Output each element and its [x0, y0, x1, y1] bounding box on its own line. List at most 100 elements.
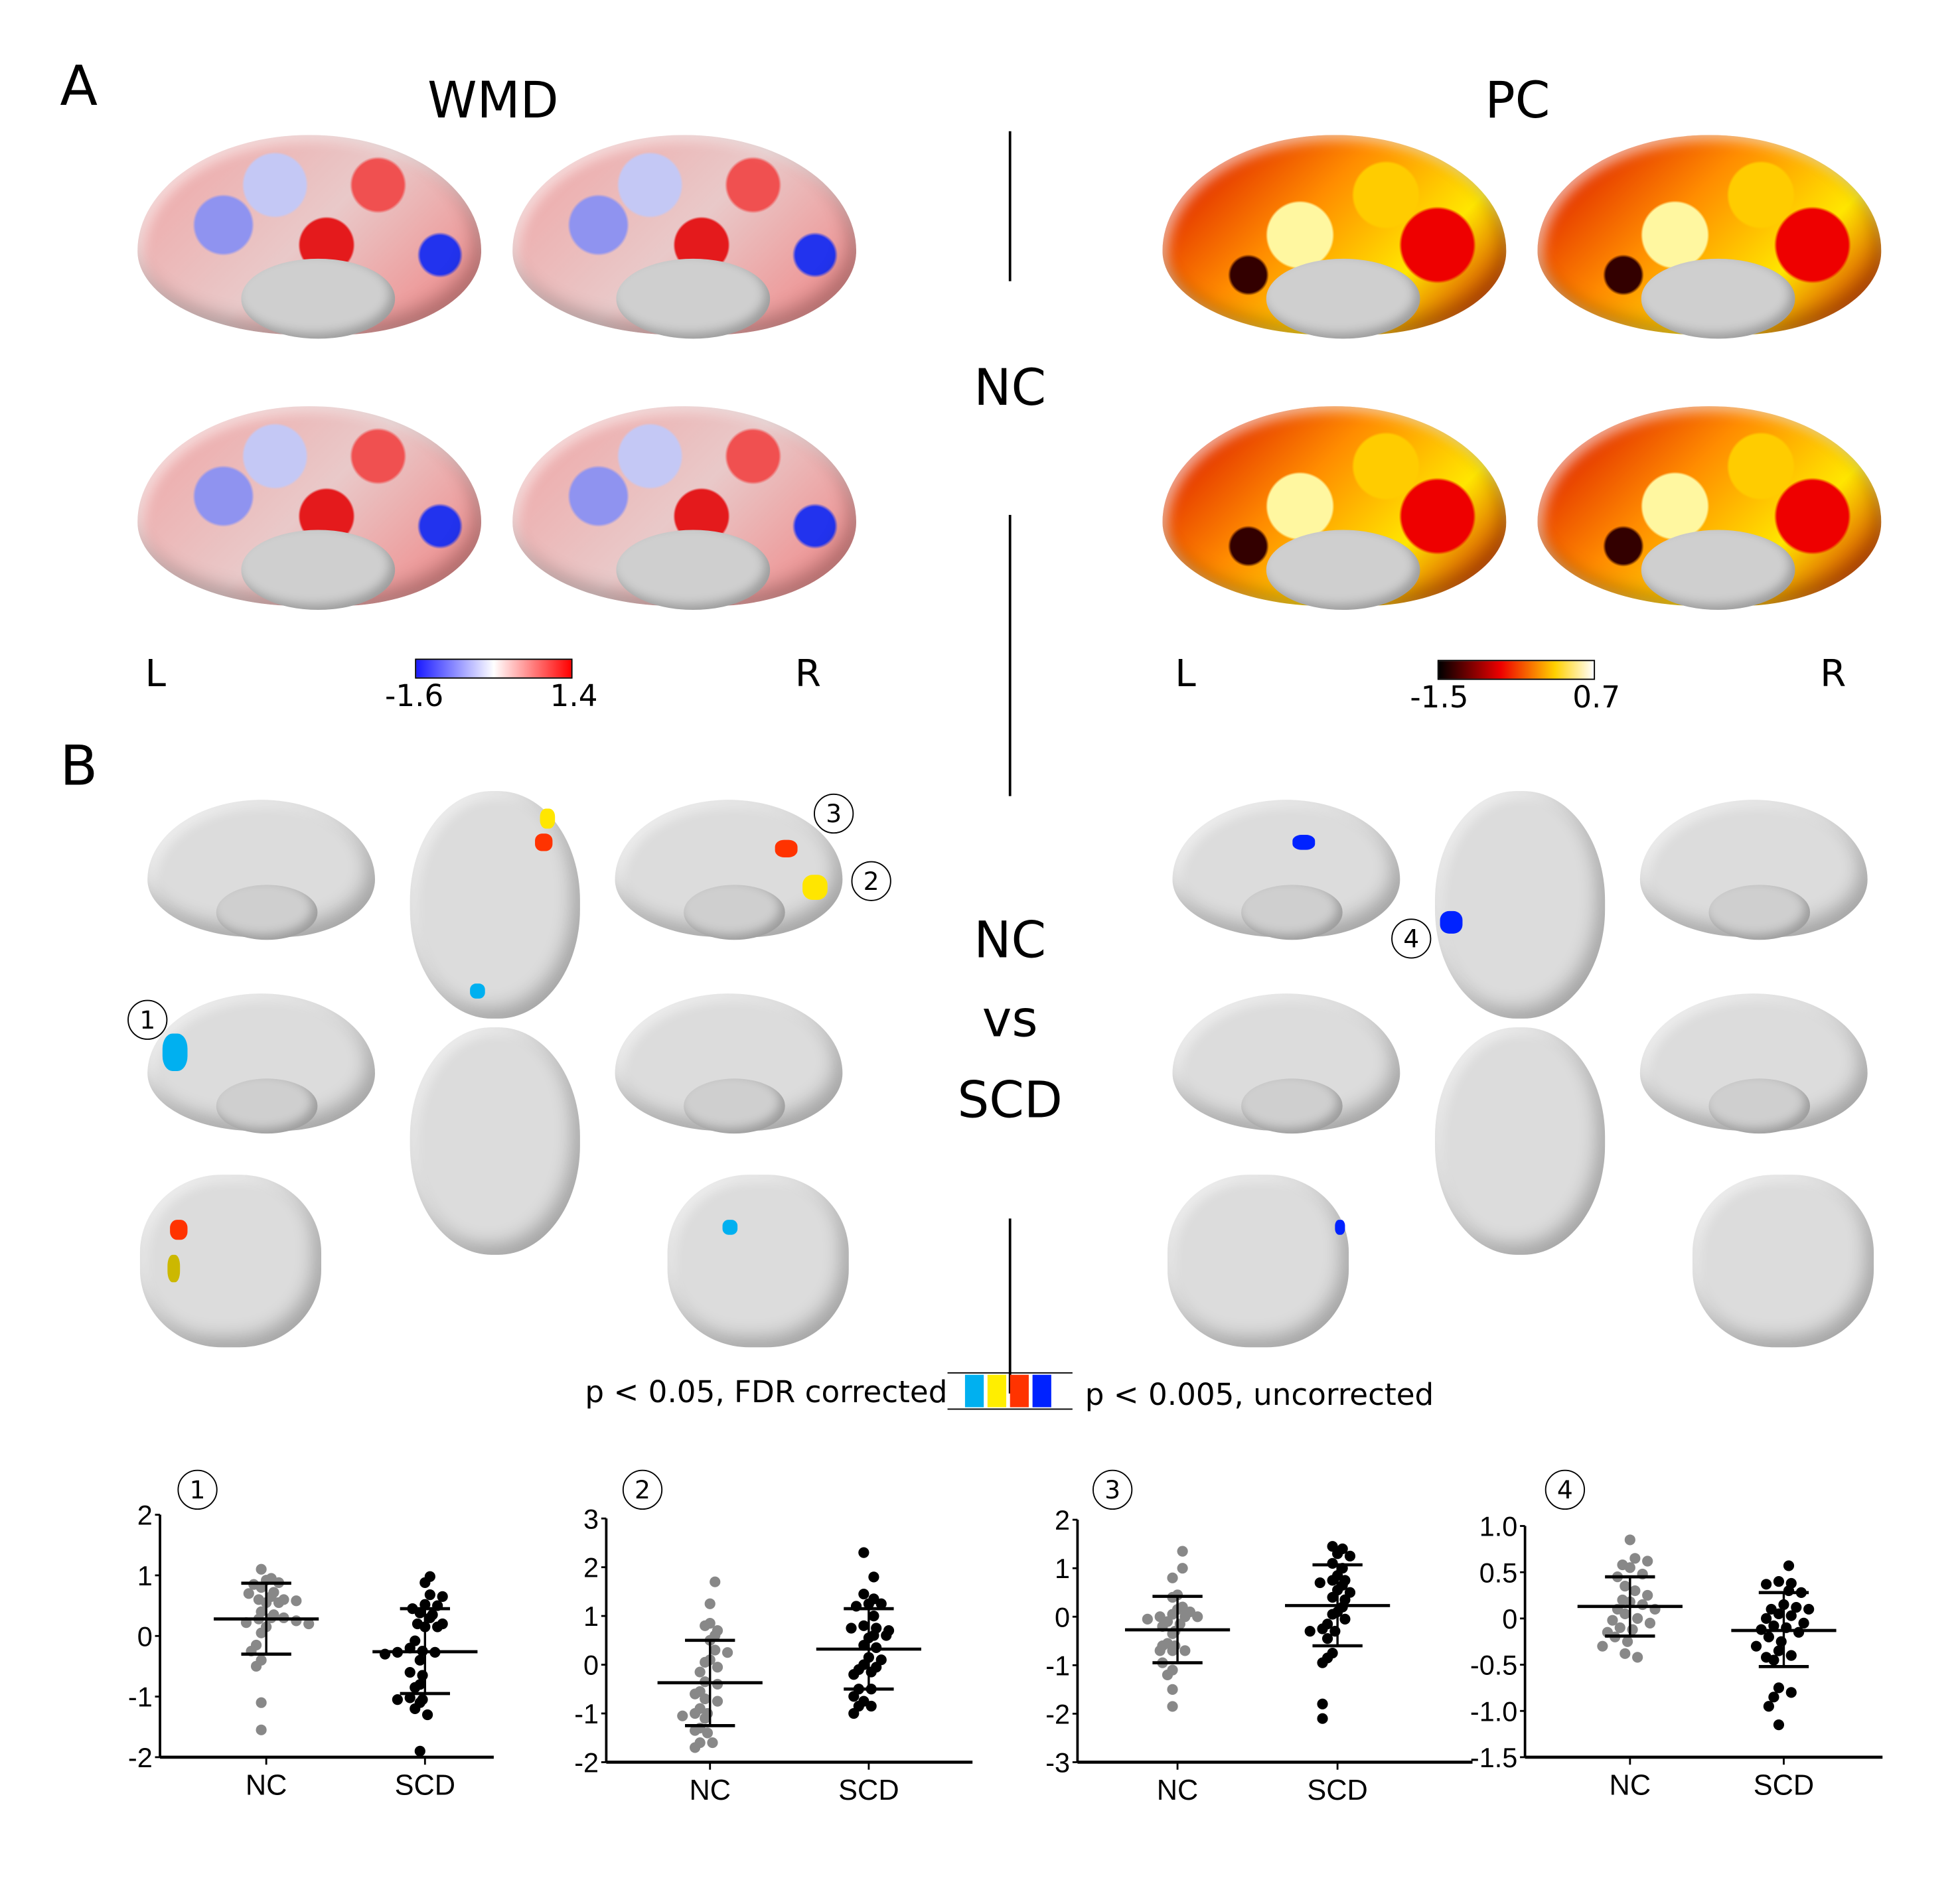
- group-label-nc: NC: [974, 360, 1047, 418]
- y-tick-label: 1: [137, 1560, 153, 1591]
- data-point: [392, 1694, 403, 1705]
- data-point: [432, 1621, 443, 1632]
- data-point: [256, 1563, 267, 1575]
- data-point: [1750, 1640, 1762, 1652]
- data-point: [694, 1666, 706, 1678]
- y-tick-label: -2: [1045, 1698, 1070, 1729]
- pc-brain-top: [1435, 791, 1606, 1019]
- data-point: [1314, 1577, 1325, 1589]
- wmd-brain-lateral-left: [147, 800, 375, 940]
- data-point: [410, 1682, 421, 1693]
- pc-brain-right-medial: [1537, 406, 1882, 611]
- data-point: [1597, 1640, 1608, 1652]
- data-point: [1304, 1626, 1316, 1637]
- data-point: [1327, 1575, 1338, 1586]
- data-point: [1332, 1548, 1343, 1559]
- y-tick-label: 0: [1502, 1603, 1517, 1634]
- pc-colorbar-max: 0.7: [1572, 680, 1621, 715]
- data-point: [1644, 1617, 1656, 1629]
- data-point: [1629, 1553, 1641, 1564]
- data-point: [866, 1666, 877, 1678]
- divider: [1008, 514, 1011, 796]
- wmd-colorbar: [415, 658, 573, 679]
- data-point: [1321, 1633, 1333, 1644]
- data-point: [704, 1598, 716, 1609]
- y-tick-label: 2: [1055, 1504, 1070, 1536]
- y-tick-label: 1.0: [1479, 1511, 1518, 1542]
- data-point: [1142, 1613, 1153, 1625]
- data-point: [1785, 1610, 1797, 1621]
- data-point: [858, 1588, 869, 1600]
- data-point: [1793, 1627, 1805, 1638]
- data-point: [710, 1576, 721, 1587]
- data-point: [1621, 1636, 1633, 1647]
- data-point: [1642, 1556, 1653, 1567]
- data-point: [863, 1598, 874, 1609]
- pc-brain-left-medial: [1162, 406, 1507, 611]
- data-point: [1627, 1624, 1638, 1635]
- comparison-nc: NC: [974, 912, 1047, 970]
- data-point: [291, 1595, 302, 1607]
- data-point: [1761, 1613, 1772, 1624]
- x-tick-label: NC: [689, 1774, 731, 1806]
- pc-brain-left-lateral: [1162, 135, 1507, 339]
- y-tick-label: -1.5: [1470, 1742, 1517, 1773]
- data-point: [858, 1620, 869, 1631]
- wmd-brain-bottom: [410, 1027, 580, 1255]
- chart-3-marker: 3: [1093, 1469, 1133, 1510]
- data-point: [875, 1598, 887, 1609]
- x-tick-label: NC: [246, 1769, 287, 1801]
- data-point: [700, 1693, 711, 1705]
- legend-swatch-cyan: [964, 1374, 984, 1408]
- data-point: [250, 1660, 262, 1672]
- wmd-brain-top: [410, 791, 580, 1019]
- left-hemisphere-label: L: [145, 652, 166, 696]
- comparison-scd: SCD: [957, 1072, 1063, 1130]
- legend-fdr-label: p < 0.05, FDR corrected: [585, 1374, 948, 1410]
- region-marker-2: 2: [851, 861, 891, 901]
- data-point: [1773, 1682, 1785, 1694]
- x-tick-label: SCD: [395, 1769, 455, 1801]
- data-point: [1803, 1603, 1815, 1615]
- wmd-brain-lateral-right: [615, 800, 843, 940]
- legend-uncorrected-label: p < 0.005, uncorrected: [1085, 1377, 1434, 1413]
- data-point: [1642, 1589, 1653, 1601]
- right-hemisphere-label: R: [1820, 652, 1847, 696]
- data-point: [1761, 1579, 1772, 1590]
- data-point: [243, 1588, 254, 1599]
- data-point: [881, 1630, 892, 1641]
- y-tick-label: 3: [583, 1503, 599, 1534]
- data-point: [1763, 1701, 1774, 1712]
- data-point: [858, 1547, 869, 1558]
- y-tick-label: -1: [574, 1698, 599, 1729]
- x-tick-label: NC: [1157, 1774, 1199, 1806]
- data-point: [1339, 1613, 1351, 1625]
- wmd-brain-back: [667, 1175, 849, 1348]
- region-marker-4: 4: [1391, 918, 1432, 959]
- data-point: [848, 1707, 860, 1719]
- data-point: [1624, 1562, 1635, 1573]
- pc-brain-medial-right: [1639, 993, 1868, 1134]
- data-point: [1167, 1701, 1178, 1712]
- data-point: [1773, 1645, 1785, 1656]
- data-point: [424, 1589, 435, 1601]
- pc-brain-lateral-right: [1639, 800, 1868, 940]
- region-marker-3: 3: [814, 793, 854, 834]
- y-tick-label: 0.5: [1479, 1557, 1518, 1588]
- panel-a-label: A: [60, 54, 98, 119]
- x-tick-label: SCD: [1754, 1769, 1814, 1801]
- data-point: [710, 1644, 721, 1656]
- x-tick-label: SCD: [838, 1774, 899, 1806]
- data-point: [1624, 1534, 1635, 1546]
- data-point: [1614, 1622, 1625, 1633]
- y-tick-label: 1: [1055, 1553, 1070, 1584]
- data-point: [303, 1618, 315, 1630]
- pc-brain-right-lateral: [1537, 135, 1882, 339]
- data-point: [677, 1710, 688, 1721]
- pc-brain-front: [1168, 1175, 1349, 1348]
- data-point: [707, 1737, 718, 1749]
- data-point: [700, 1713, 711, 1724]
- y-tick-label: -3: [1045, 1747, 1070, 1778]
- wmd-title: WMD: [427, 72, 559, 130]
